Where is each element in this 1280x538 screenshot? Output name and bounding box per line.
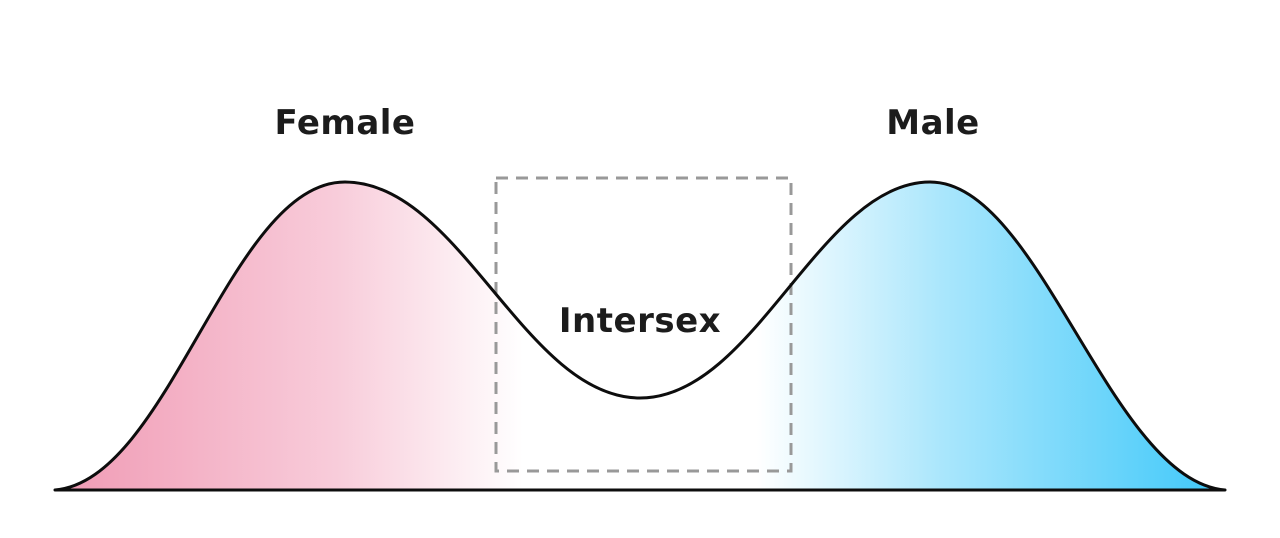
distribution-fill	[55, 182, 1225, 490]
female-label: Female	[275, 103, 416, 143]
male-label: Male	[886, 103, 980, 143]
intersex-label: Intersex	[559, 301, 721, 341]
intersex-region-box	[494, 176, 793, 473]
distribution-outline	[53, 180, 1227, 492]
